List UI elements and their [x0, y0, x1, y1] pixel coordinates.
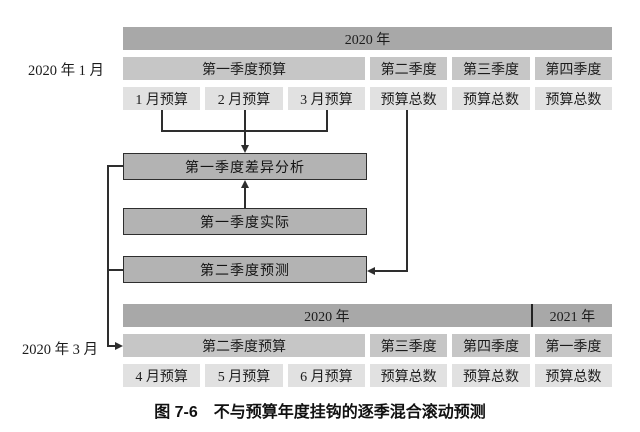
connector-q2total-left [374, 270, 408, 272]
arrowhead-into-forecast-icon [367, 267, 375, 275]
connector-merge-down [244, 130, 246, 146]
top-month-jan: 1 月预算 [123, 87, 201, 110]
arrowhead-into-variance-icon [241, 145, 249, 153]
connector-feb-down [244, 110, 246, 131]
bottom-quarter-q1-next: 第一季度 [534, 334, 612, 357]
top-quarter-q2: 第二季度 [370, 57, 448, 80]
figure-caption: 图 7-6 不与预算年度挂钩的逐季混合滚动预测 [154, 404, 486, 421]
bottom-quarter-q2-budget: 第二季度预算 [123, 334, 365, 357]
top-total-q3: 预算总数 [452, 87, 530, 110]
top-month-feb: 2 月预算 [205, 87, 283, 110]
box-q1-variance-analysis: 第一季度差异分析 [123, 153, 367, 180]
bottom-month-apr: 4 月预算 [123, 364, 201, 387]
top-total-q2: 预算总数 [370, 87, 448, 110]
label-2020-january: 2020 年 1 月 [27, 63, 105, 79]
connector-q2total-down [406, 110, 408, 272]
bottom-year-2021: 2021 年 [530, 304, 612, 327]
box-q2-forecast: 第二季度预测 [123, 256, 367, 283]
arrowhead-into-bottom-table-icon [115, 342, 123, 350]
top-quarter-q4: 第四季度 [534, 57, 612, 80]
connector-actual-up [244, 186, 246, 208]
connector-mar-down [326, 110, 328, 131]
connector-bottom-horizontal [107, 345, 116, 347]
bottom-budget-table: 2020 年 2021 年 第二季度预算 第三季度 第四季度 第一季度 4 月预… [123, 304, 612, 387]
top-quarter-q1-budget: 第一季度预算 [123, 57, 365, 80]
top-budget-table: 2020 年 第一季度预算 第二季度 第三季度 第四季度 1 月预算 2 月预算… [123, 27, 612, 110]
box-q1-actual: 第一季度实际 [123, 208, 367, 235]
bottom-quarter-q4: 第四季度 [452, 334, 530, 357]
label-2020-march: 2020 年 3 月 [21, 342, 99, 358]
bottom-month-may: 5 月预算 [205, 364, 283, 387]
connector-left-vertical [107, 165, 109, 347]
bottom-total-q4: 预算总数 [452, 364, 530, 387]
top-year-bar: 2020 年 [123, 27, 612, 50]
connector-forecast-branch [107, 269, 123, 271]
connector-jan-down [161, 110, 163, 131]
bottom-quarter-q3: 第三季度 [370, 334, 448, 357]
bottom-total-q1-next: 预算总数 [534, 364, 612, 387]
bottom-month-jun: 6 月预算 [287, 364, 365, 387]
top-quarter-q3: 第三季度 [452, 57, 530, 80]
arrowhead-into-variance-bottom-icon [241, 180, 249, 188]
bottom-year-2020: 2020 年 [304, 309, 350, 325]
connector-variance-branch [107, 165, 123, 167]
top-month-mar: 3 月预算 [287, 87, 365, 110]
bottom-year-bar: 2020 年 2021 年 [123, 304, 612, 327]
bottom-total-q3: 预算总数 [370, 364, 448, 387]
top-total-q4: 预算总数 [534, 87, 612, 110]
